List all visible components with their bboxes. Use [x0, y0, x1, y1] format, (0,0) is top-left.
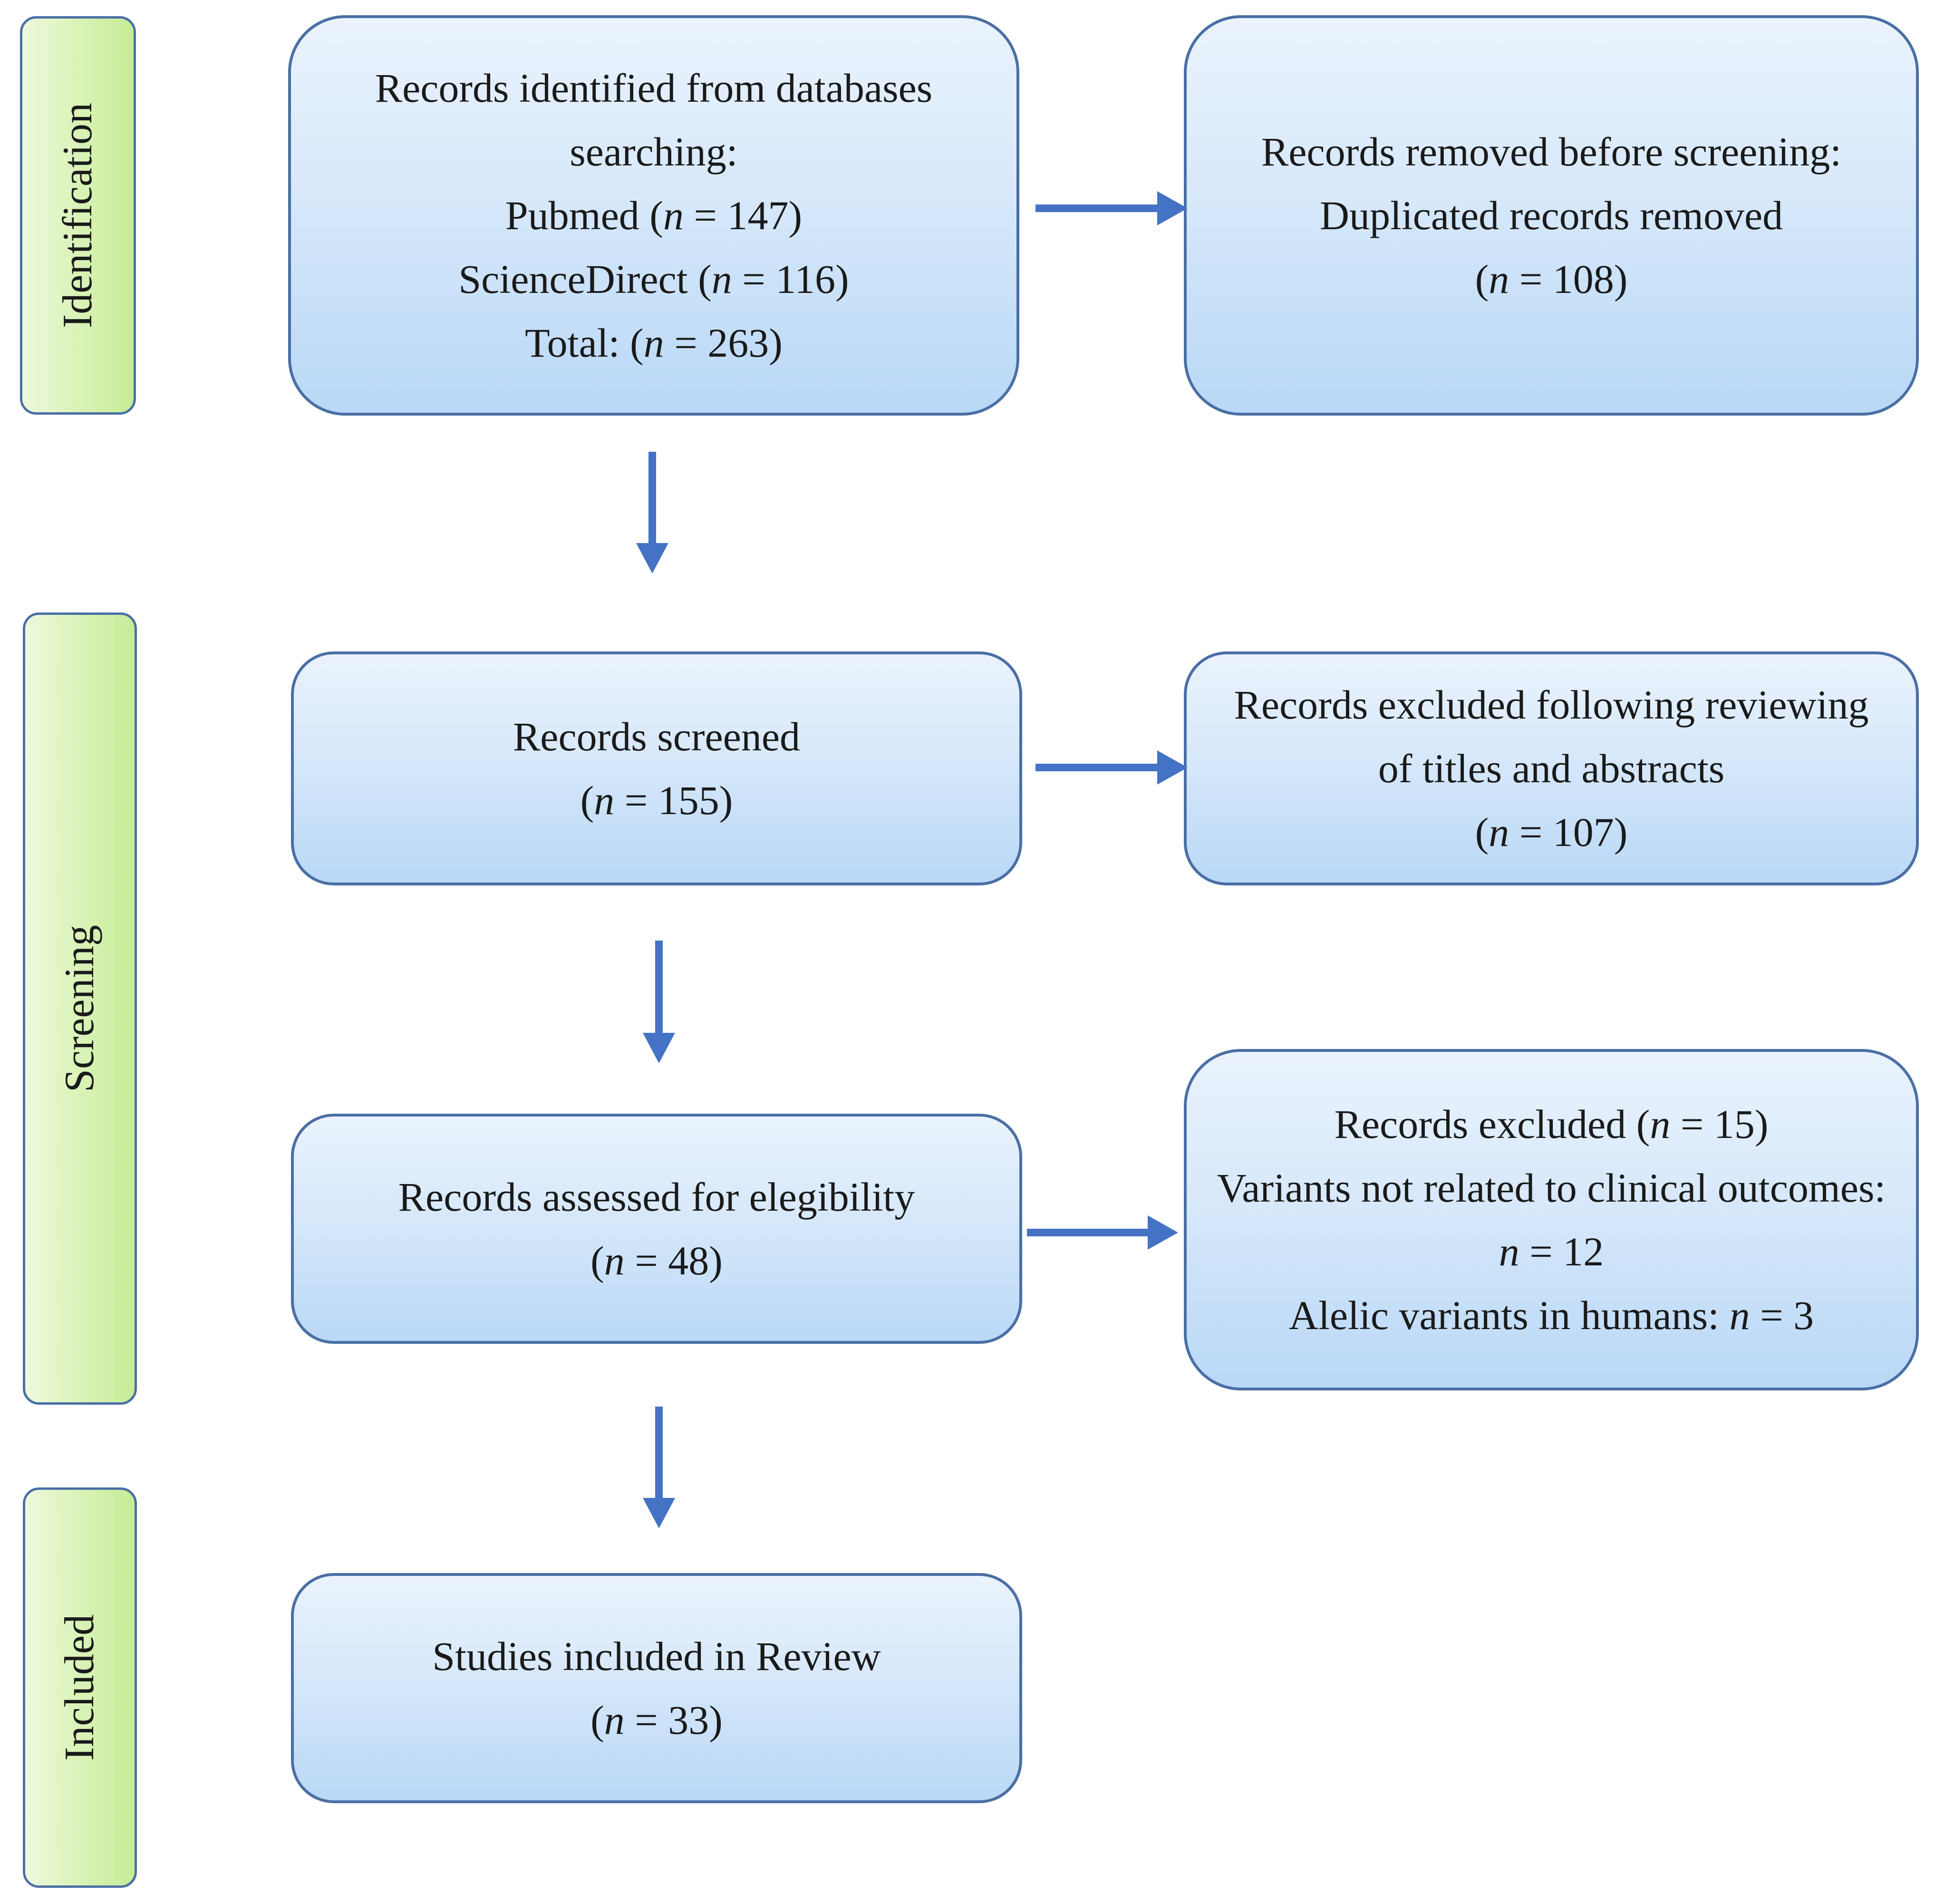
removed-line-2: Duplicated records removed	[1319, 193, 1783, 238]
arrow-right-identified-to-removed	[1035, 191, 1188, 225]
records-excluded-box: Records excluded (n = 15) Variants not r…	[1184, 1049, 1919, 1390]
removed-line-1: Records removed before screening:	[1261, 129, 1842, 175]
excluded-titles-count: (n = 107)	[1475, 809, 1628, 855]
excluded-line-3: n = 12	[1499, 1229, 1604, 1274]
included-line-1: Studies included in Review	[432, 1633, 881, 1679]
screened-count: (n = 155)	[580, 777, 733, 823]
records-identified-box: Records identified from databases search…	[288, 15, 1019, 416]
records-screened-box: Records screened (n = 155)	[291, 651, 1022, 885]
identified-sciencedirect: ScienceDirect (n = 116)	[458, 256, 849, 302]
excluded-titles-line-1: Records excluded following reviewing	[1234, 682, 1869, 728]
arrow-down-assessed-to-included	[643, 1407, 675, 1528]
identified-line-1: Records identified from databases	[375, 65, 933, 111]
phase-identification: Identification	[20, 16, 136, 415]
studies-included-box: Studies included in Review (n = 33)	[291, 1573, 1022, 1803]
phase-included: Included	[23, 1487, 137, 1888]
excluded-line-4: Alelic variants in humans: n = 3	[1288, 1292, 1814, 1338]
excluded-titles-line-2: of titles and abstracts	[1378, 746, 1725, 791]
identified-pubmed: Pubmed (n = 147)	[505, 193, 803, 238]
records-removed-box: Records removed before screening: Duplic…	[1184, 15, 1919, 416]
arrow-right-screened-to-excluded-titles	[1035, 750, 1188, 785]
records-assessed-box: Records assessed for elegibility (n = 48…	[291, 1114, 1022, 1344]
identified-line-2: searching:	[570, 129, 738, 175]
arrow-down-screened-to-assessed	[643, 941, 675, 1063]
included-count: (n = 33)	[590, 1697, 723, 1743]
screened-line-1: Records screened	[513, 714, 801, 759]
assessed-count: (n = 48)	[590, 1238, 723, 1283]
identified-total: Total: (n = 263)	[525, 320, 783, 366]
assessed-line-1: Records assessed for elegibility	[398, 1174, 915, 1220]
phase-screening: Screening	[23, 612, 137, 1405]
arrow-right-assessed-to-excluded	[1027, 1215, 1178, 1250]
excluded-line-2: Variants not related to clinical outcome…	[1217, 1165, 1886, 1211]
removed-count: (n = 108)	[1475, 256, 1628, 302]
arrow-down-identified-to-screened	[636, 452, 668, 573]
records-excluded-titles-box: Records excluded following reviewing of …	[1184, 651, 1919, 885]
excluded-line-1: Records excluded (n = 15)	[1334, 1101, 1769, 1147]
